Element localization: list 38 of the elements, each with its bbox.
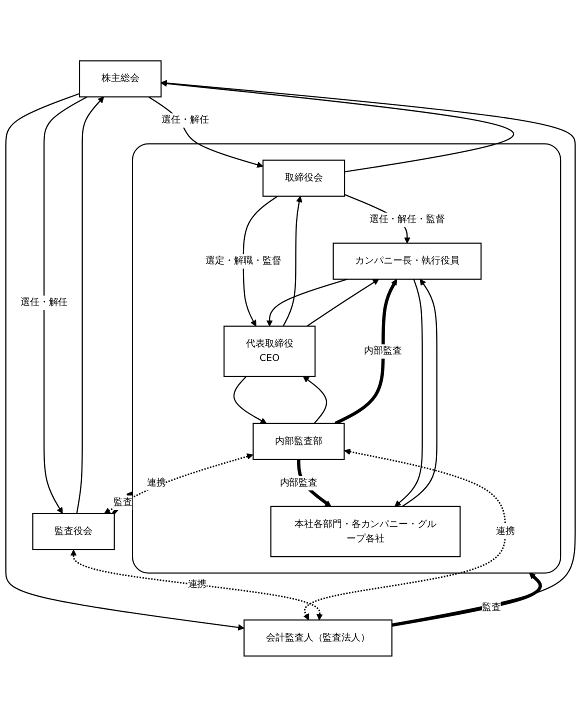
arrow [303,448,506,620]
node-box: 代表取締役 CEO [224,325,316,377]
arrow [70,549,323,620]
cluster [132,142,562,574]
edge-label: 連携 [147,476,166,488]
node-box: 内部監査部 [252,422,345,460]
arrow [394,278,423,506]
edge-label: 内部監査 [364,345,402,356]
arrow [242,195,278,326]
edge-label: 内部監査 [280,476,318,488]
node-box: 本社各部門・各カンパニー・グループ各社 [270,505,461,557]
arrow [76,96,104,514]
edge-label: 選任・解任 [162,114,209,126]
node-box: 会計監査人（監査法人） [244,619,392,656]
edge-label: 連携 [496,525,515,536]
edge-label: 監査 [113,496,132,508]
arrow [148,96,264,168]
arrow [392,572,542,626]
edge-label: 監査 [482,602,501,613]
edge-label: 選任・解任 [20,296,68,308]
arrow [306,278,380,326]
arrow [402,278,438,506]
node-box: 取締役会 [262,159,346,196]
edge-label: 連携 [188,578,207,590]
node-box: 監査役会 [32,512,115,550]
arrow [302,376,328,424]
arrow [282,196,302,326]
node-box: 株主総会 [79,60,162,97]
arrow [43,96,88,514]
node-box: カンパニー長・執行役員 [332,242,482,280]
arrow [112,490,133,514]
arrow [233,376,267,424]
edge-label: 選任・解任・監督 [369,214,446,225]
arrow [334,278,398,424]
arrow [5,92,244,630]
arrow [104,452,254,514]
arrow [266,278,348,326]
edge-label: 選定・解職・監督 [206,255,282,266]
